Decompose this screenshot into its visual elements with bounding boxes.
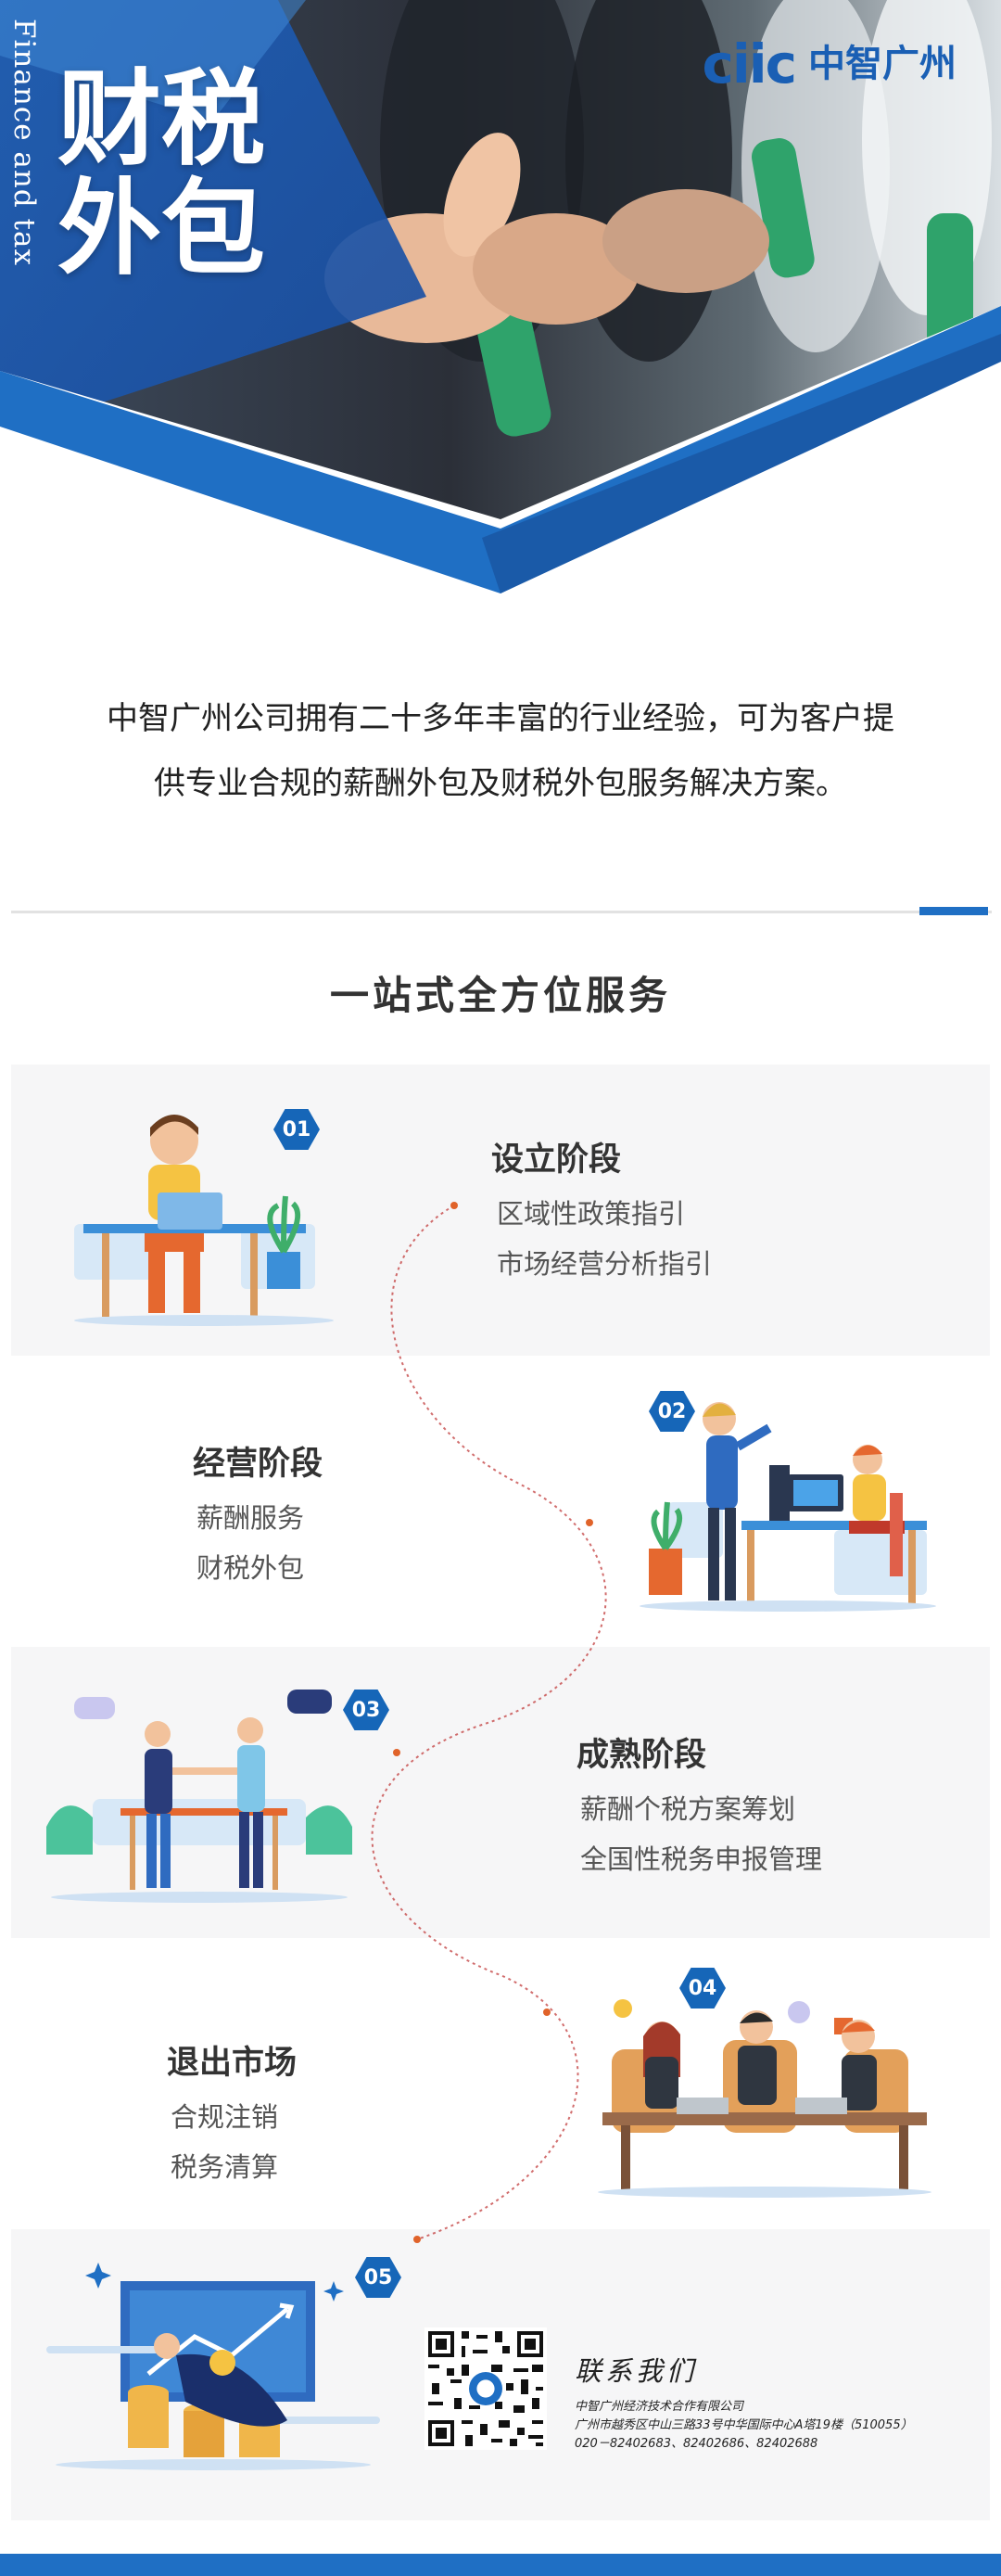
stage-4-item-1: 合规注销 (171, 2101, 279, 2133)
divider-accent (919, 907, 988, 915)
intro-line2: 供专业合规的薪酬外包及财税外包服务解决方案。 (154, 765, 847, 802)
hero-title-line1: 财税 (57, 58, 265, 180)
stage-3-illustration (46, 1690, 352, 1903)
stage-2-item-2: 财税外包 (196, 1552, 305, 1584)
logo-mark: ciic (702, 32, 797, 96)
stage-3-title: 成熟阶段 (577, 1737, 707, 1774)
stage-2-title: 经营阶段 (193, 1446, 323, 1483)
section-title: 一站式全方位服务 (329, 973, 671, 1018)
stage-2-item-1: 薪酬服务 (196, 1502, 305, 1534)
footer-bar (0, 2554, 1001, 2576)
stage-4-title: 退出市场 (167, 2045, 298, 2082)
hero-background (0, 0, 1001, 603)
stage-3-item-1: 薪酬个税方案筹划 (580, 1793, 796, 1825)
logo-text: 中智广州 (808, 43, 957, 85)
hero-vertical-text: Finance and tax outsourcing (7, 19, 41, 266)
hero-banner: Finance and tax outsourcing 财税 外包 ciic 中… (0, 0, 1001, 603)
stage-2-badge: 02 (649, 1391, 695, 1432)
contact-title: 联系我们 (575, 2355, 698, 2387)
stage-1-item-1: 区域性政策指引 (497, 1198, 686, 1230)
stage-4-illustration (598, 1999, 931, 2198)
intro-paragraph: 中智广州公司拥有二十多年丰富的行业经验，可为客户提 供专业合规的薪酬外包及财税外… (56, 686, 945, 816)
stage-3-item-2: 全国性税务申报管理 (580, 1843, 823, 1875)
ciic-logo: ciic 中智广州 (702, 35, 957, 93)
stage-1-illustration (74, 1115, 334, 1326)
stage-4-item-2: 税务清算 (171, 2151, 279, 2183)
contact-company: 中智广州经济技术合作有限公司 (575, 2400, 744, 2414)
stage-1-title: 设立阶段 (491, 1141, 622, 1179)
hero-title: 财税 外包 (57, 65, 308, 284)
contact-address: 广州市越秀区中山三路33号中华国际中心A塔19楼（510055） (575, 2418, 913, 2432)
intro-line1: 中智广州公司拥有二十多年丰富的行业经验，可为客户提 (107, 700, 894, 737)
stage-1-item-2: 市场经营分析指引 (497, 1248, 713, 1280)
stage-2-illustration (640, 1402, 936, 1612)
stage-1-badge: 01 (273, 1109, 320, 1150)
contact-phone: 020－82402683、82402686、82402688 (575, 2437, 818, 2451)
timeline-curve (371, 1202, 607, 2243)
hero-title-line2: 外包 (57, 168, 265, 289)
stage-band-3 (11, 1647, 990, 1938)
section-divider (11, 911, 992, 913)
qr-code[interactable] (424, 2327, 547, 2450)
stage-3-badge: 03 (343, 1690, 389, 1730)
stage-5-illustration (46, 2263, 380, 2470)
